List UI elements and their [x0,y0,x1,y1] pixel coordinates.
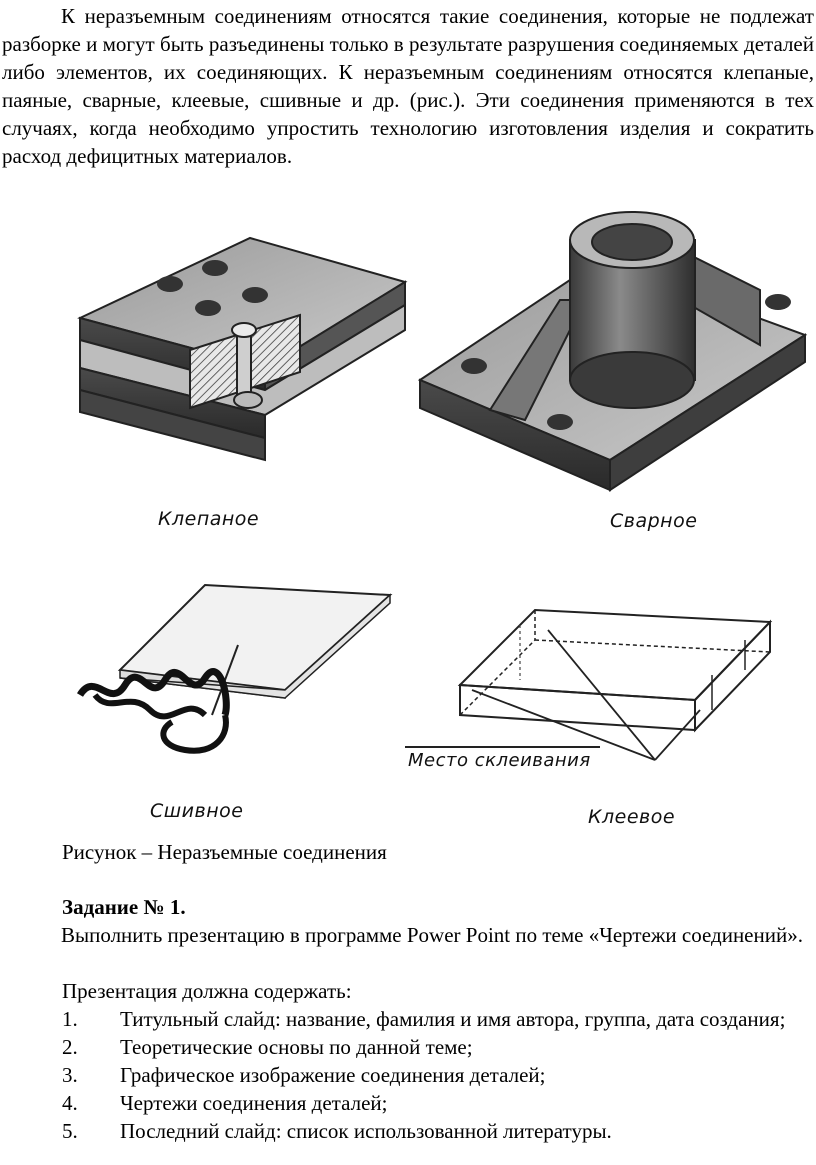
intro-paragraph: К неразъемным соединениям относятся таки… [2,4,814,168]
list-item: 1.Титульный слайд: название, фамилия и и… [62,1007,786,1031]
label-sewn: Сшивное [150,800,244,822]
list-item: 3.Графическое изображение соединения дет… [62,1063,546,1087]
joints-figure: Клепаное Сварное Место склеивания Сшивно… [0,190,816,840]
figure-caption: Рисунок – Неразъемные соединения [62,840,387,864]
task-heading: Задание № 1. [62,895,186,919]
sewn-joint-drawing [77,583,393,754]
label-riveted: Клепаное [158,508,260,530]
label-glued: Клеевое [588,806,676,828]
label-glue-place: Место склеивания [408,750,591,771]
joints-illustration [77,211,808,761]
list-item: 2.Теоретические основы по данной теме; [62,1035,473,1059]
welded-joint-drawing [417,211,808,492]
label-welded: Сварное [610,510,698,532]
glued-joint-drawing [405,608,773,761]
list-item: 5.Последний слайд: список использованной… [62,1119,612,1143]
task-text: Выполнить презентацию в программе Power … [61,923,803,947]
riveted-joint-drawing [77,236,408,462]
requirements-list: 1.Титульный слайд: название, фамилия и и… [0,1005,816,1145]
must-contain-text: Презентация должна содержать: [62,979,352,1003]
list-item: 4.Чертежи соединения деталей; [62,1091,388,1115]
